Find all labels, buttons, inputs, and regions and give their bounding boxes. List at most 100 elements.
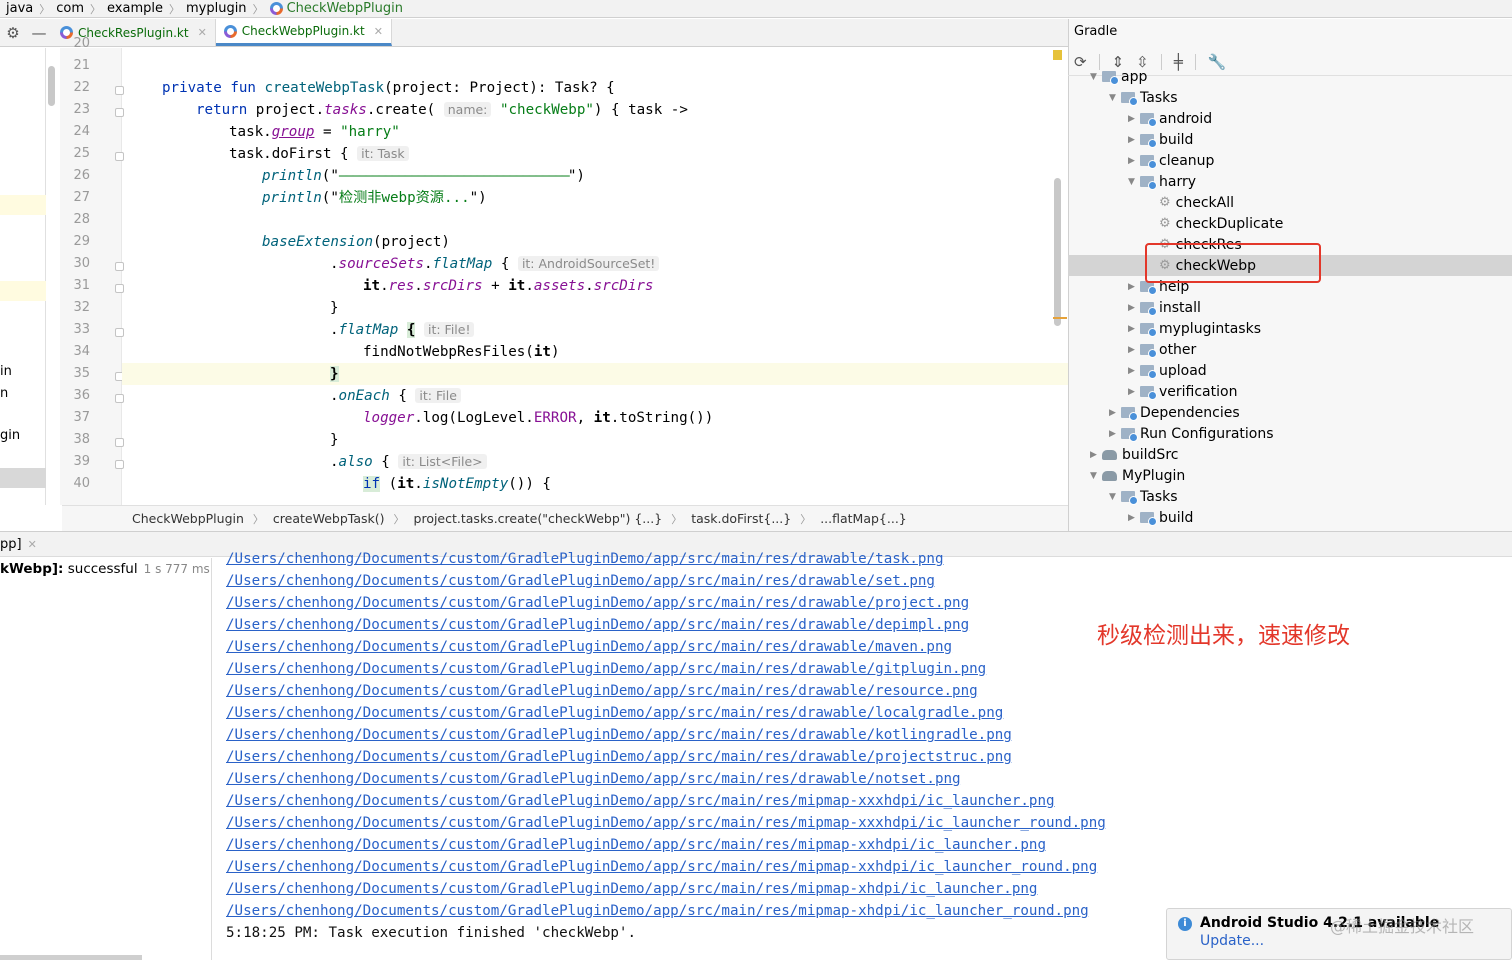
chevron-right-icon[interactable]: ▶ <box>1128 386 1135 397</box>
chevron-down-icon[interactable]: ▼ <box>1109 92 1116 103</box>
chevron-right-icon[interactable]: ▶ <box>1090 449 1097 460</box>
chevron-right-icon[interactable]: ▶ <box>1128 344 1135 355</box>
gradle-tree-node[interactable]: ▶myplugintasks <box>1128 318 1261 339</box>
warning-marker[interactable] <box>1053 50 1062 60</box>
nav-crumb-myplugin[interactable]: myplugin <box>185 1 247 16</box>
chevron-right-icon[interactable]: ▶ <box>1128 512 1135 523</box>
console-file-link[interactable]: /Users/chenhong/Documents/custom/GradleP… <box>226 595 970 611</box>
console-file-link[interactable]: /Users/chenhong/Documents/custom/GradleP… <box>226 639 953 655</box>
console-file-link[interactable]: /Users/chenhong/Documents/custom/GradleP… <box>226 683 978 699</box>
console-file-link[interactable]: /Users/chenhong/Documents/custom/GradleP… <box>226 705 1004 721</box>
fold-marker-icon[interactable] <box>115 108 124 117</box>
gradle-tree-node[interactable]: ▶buildSrc <box>1090 444 1178 465</box>
gradle-tree-node[interactable]: ▶android <box>1128 108 1212 129</box>
close-icon[interactable]: ✕ <box>27 537 37 551</box>
run-console[interactable]: /Users/chenhong/Documents/custom/GradleP… <box>226 548 1506 960</box>
fold-marker-icon[interactable] <box>115 394 124 403</box>
gradle-tree-node[interactable]: ▶install <box>1128 297 1201 318</box>
code-token: . <box>330 256 339 272</box>
gradle-tree-node[interactable]: ▶Run Configurations <box>1109 423 1274 444</box>
collapse-all-icon[interactable]: ⇳ <box>1136 52 1149 71</box>
code-editor[interactable]: private fun createWebpTask(project: Proj… <box>122 48 1068 505</box>
chevron-right-icon: 〉 <box>252 2 264 16</box>
chevron-right-icon[interactable]: ▶ <box>1109 407 1116 418</box>
console-file-link[interactable]: /Users/chenhong/Documents/custom/GradleP… <box>226 749 1012 765</box>
console-file-link[interactable]: /Users/chenhong/Documents/custom/GradleP… <box>226 617 970 633</box>
toggle-offline-icon[interactable]: ╪ <box>1173 52 1183 71</box>
chevron-right-icon[interactable]: ▶ <box>1128 113 1135 124</box>
console-file-link[interactable]: /Users/chenhong/Documents/custom/GradleP… <box>226 881 1038 897</box>
editor-crumb[interactable]: ...flatMap{...} <box>820 511 907 526</box>
editor-crumb[interactable]: task.doFirst{...} <box>691 511 792 526</box>
gradle-tree-node[interactable]: ▼Tasks <box>1109 486 1178 507</box>
fold-marker-icon[interactable] <box>115 460 124 469</box>
gradle-tree-node[interactable]: ▶verification <box>1128 381 1237 402</box>
wrench-icon[interactable]: 🔧 <box>1207 52 1227 71</box>
console-file-link[interactable]: /Users/chenhong/Documents/custom/GradleP… <box>226 551 944 567</box>
run-tab-label[interactable]: pp] <box>0 536 22 552</box>
gradle-tree-node[interactable]: ⚙checkAll <box>1147 192 1234 213</box>
chevron-down-icon[interactable]: ▼ <box>1090 470 1097 481</box>
gradle-tree-node[interactable]: ▶build <box>1128 507 1193 528</box>
close-icon[interactable]: ✕ <box>197 26 207 39</box>
minimize-icon[interactable]: — <box>31 23 47 42</box>
gradle-tree-node[interactable]: ▶build <box>1128 129 1193 150</box>
tab-checkwebpplugin[interactable]: CheckWebpPlugin.kt ✕ <box>215 19 392 46</box>
update-link[interactable]: Update... <box>1200 933 1265 949</box>
console-file-link[interactable]: /Users/chenhong/Documents/custom/GradleP… <box>226 837 1046 853</box>
console-file-link[interactable]: /Users/chenhong/Documents/custom/GradleP… <box>226 859 1098 875</box>
gear-icon[interactable]: ⚙ <box>6 23 20 42</box>
gradle-tree-node[interactable]: ▼Tasks <box>1109 87 1178 108</box>
chevron-down-icon[interactable]: ▼ <box>1128 176 1135 187</box>
horizontal-scrollbar[interactable] <box>0 955 142 960</box>
fold-marker-icon[interactable] <box>115 328 124 337</box>
chevron-right-icon[interactable]: ▶ <box>1128 134 1135 145</box>
chevron-down-icon[interactable]: ▼ <box>1109 491 1116 502</box>
tab-checkresplugin[interactable]: CheckResPlugin.kt ✕ <box>52 19 216 46</box>
fold-marker-icon[interactable] <box>115 86 124 95</box>
fold-marker-icon[interactable] <box>115 262 124 271</box>
chevron-down-icon[interactable]: ▼ <box>1090 71 1097 82</box>
fold-marker-icon[interactable] <box>115 152 124 161</box>
gradle-tree-node[interactable]: ▼harry <box>1128 171 1196 192</box>
chevron-right-icon: 〉 <box>800 512 812 526</box>
gradle-tree-node[interactable]: ▶upload <box>1128 360 1207 381</box>
chevron-right-icon[interactable]: ▶ <box>1128 281 1135 292</box>
gradle-tree-node[interactable]: ⚙checkWebp <box>1147 255 1256 276</box>
fold-marker-icon[interactable] <box>115 284 124 293</box>
chevron-right-icon[interactable]: ▶ <box>1128 365 1135 376</box>
close-icon[interactable]: ✕ <box>373 24 383 38</box>
editor-crumb[interactable]: project.tasks.create("checkWebp") {...} <box>413 511 663 526</box>
fold-marker-icon[interactable] <box>115 438 124 447</box>
nav-crumb-file[interactable]: CheckWebpPlugin <box>264 1 409 16</box>
nav-crumb-com[interactable]: com <box>56 1 85 16</box>
gradle-tree-node[interactable]: ▼MyPlugin <box>1090 465 1185 486</box>
gradle-tree-node[interactable]: ▶other <box>1128 339 1196 360</box>
editor-crumb[interactable]: CheckWebpPlugin <box>132 511 244 526</box>
code-token: ) <box>550 344 560 360</box>
scrollbar-thumb[interactable] <box>48 66 55 106</box>
editor-crumb[interactable]: createWebpTask() <box>272 511 385 526</box>
gradle-tree-node[interactable]: ▼app <box>1090 66 1147 87</box>
chevron-right-icon[interactable]: ▶ <box>1109 428 1116 439</box>
elephant-refresh-icon[interactable]: ⟳ <box>1074 52 1087 71</box>
console-file-link[interactable]: /Users/chenhong/Documents/custom/GradleP… <box>226 793 1055 809</box>
chevron-right-icon[interactable]: ▶ <box>1128 302 1135 313</box>
line-number: 39 <box>73 454 90 469</box>
chevron-right-icon[interactable]: ▶ <box>1128 155 1135 166</box>
chevron-right-icon[interactable]: ▶ <box>1128 323 1135 334</box>
expand-all-icon[interactable]: ⇕ <box>1111 52 1125 71</box>
editor-scrollbar-thumb[interactable] <box>1054 178 1061 326</box>
console-file-link[interactable]: /Users/chenhong/Documents/custom/GradleP… <box>226 815 1106 831</box>
console-file-link[interactable]: /Users/chenhong/Documents/custom/GradleP… <box>226 573 935 589</box>
gradle-tree-node[interactable]: ⚙checkDuplicate <box>1147 213 1283 234</box>
console-file-link[interactable]: /Users/chenhong/Documents/custom/GradleP… <box>226 771 961 787</box>
console-file-link[interactable]: /Users/chenhong/Documents/custom/GradleP… <box>226 727 1012 743</box>
nav-crumb-example[interactable]: example <box>107 1 163 16</box>
console-file-link[interactable]: /Users/chenhong/Documents/custom/GradleP… <box>226 903 1089 919</box>
gradle-tree-node[interactable]: ▶Dependencies <box>1109 402 1240 423</box>
nav-crumb-java[interactable]: java <box>6 1 34 16</box>
gradle-tree-node[interactable]: ▶cleanup <box>1128 150 1214 171</box>
console-file-link[interactable]: /Users/chenhong/Documents/custom/GradleP… <box>226 661 987 677</box>
